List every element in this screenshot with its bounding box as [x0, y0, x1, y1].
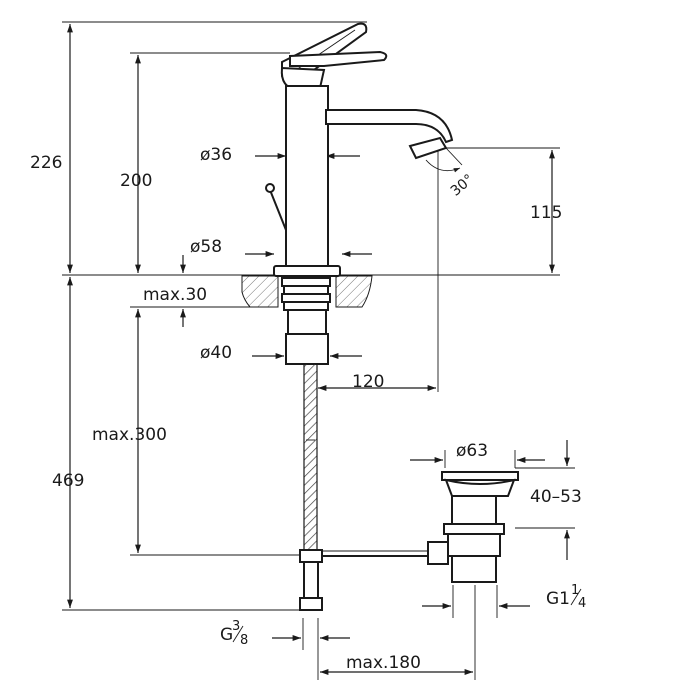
waste-range-label: 40–53	[530, 487, 582, 507]
base-diameter-label: ø58	[190, 237, 222, 257]
counter-thickness-label: max.30	[143, 285, 207, 305]
faucet-body	[265, 22, 463, 277]
body-diameter-label: ø36	[200, 145, 232, 165]
inlet-thread-label: G 3 8	[220, 619, 248, 648]
spout-outlet-height-label: 115	[530, 203, 562, 223]
spout-height-label: 200	[120, 171, 152, 191]
shank-diameter-label: ø40	[200, 343, 232, 363]
total-height-label: 226	[30, 153, 62, 173]
waste-thread-denominator: 4	[578, 596, 586, 611]
shank-assembly	[281, 277, 440, 611]
inlet-thread-numerator: 3	[232, 619, 240, 634]
waste-assembly	[427, 471, 519, 583]
spout-angle-label: 30°	[448, 171, 477, 199]
inlet-thread-denominator: 8	[240, 633, 248, 648]
waste-thread-label: G1 1 4	[546, 583, 586, 611]
dimension-lines	[67, 24, 570, 675]
inlet-thread-main: G	[220, 625, 233, 645]
waste-thread-numerator: 1	[571, 583, 579, 598]
waste-thread-main: G1	[546, 589, 570, 609]
dimension-labels: 226 200 115 30° ø36 ø58 max.30 ø40 120 m…	[30, 145, 586, 673]
waste-diameter-label: ø63	[456, 441, 488, 461]
hose-length-label: max.300	[92, 425, 167, 445]
rod-length-label: max.180	[346, 653, 421, 673]
spout-reach-label: 120	[352, 372, 384, 392]
countertop-section	[241, 275, 373, 308]
below-counter-label: 469	[52, 471, 84, 491]
